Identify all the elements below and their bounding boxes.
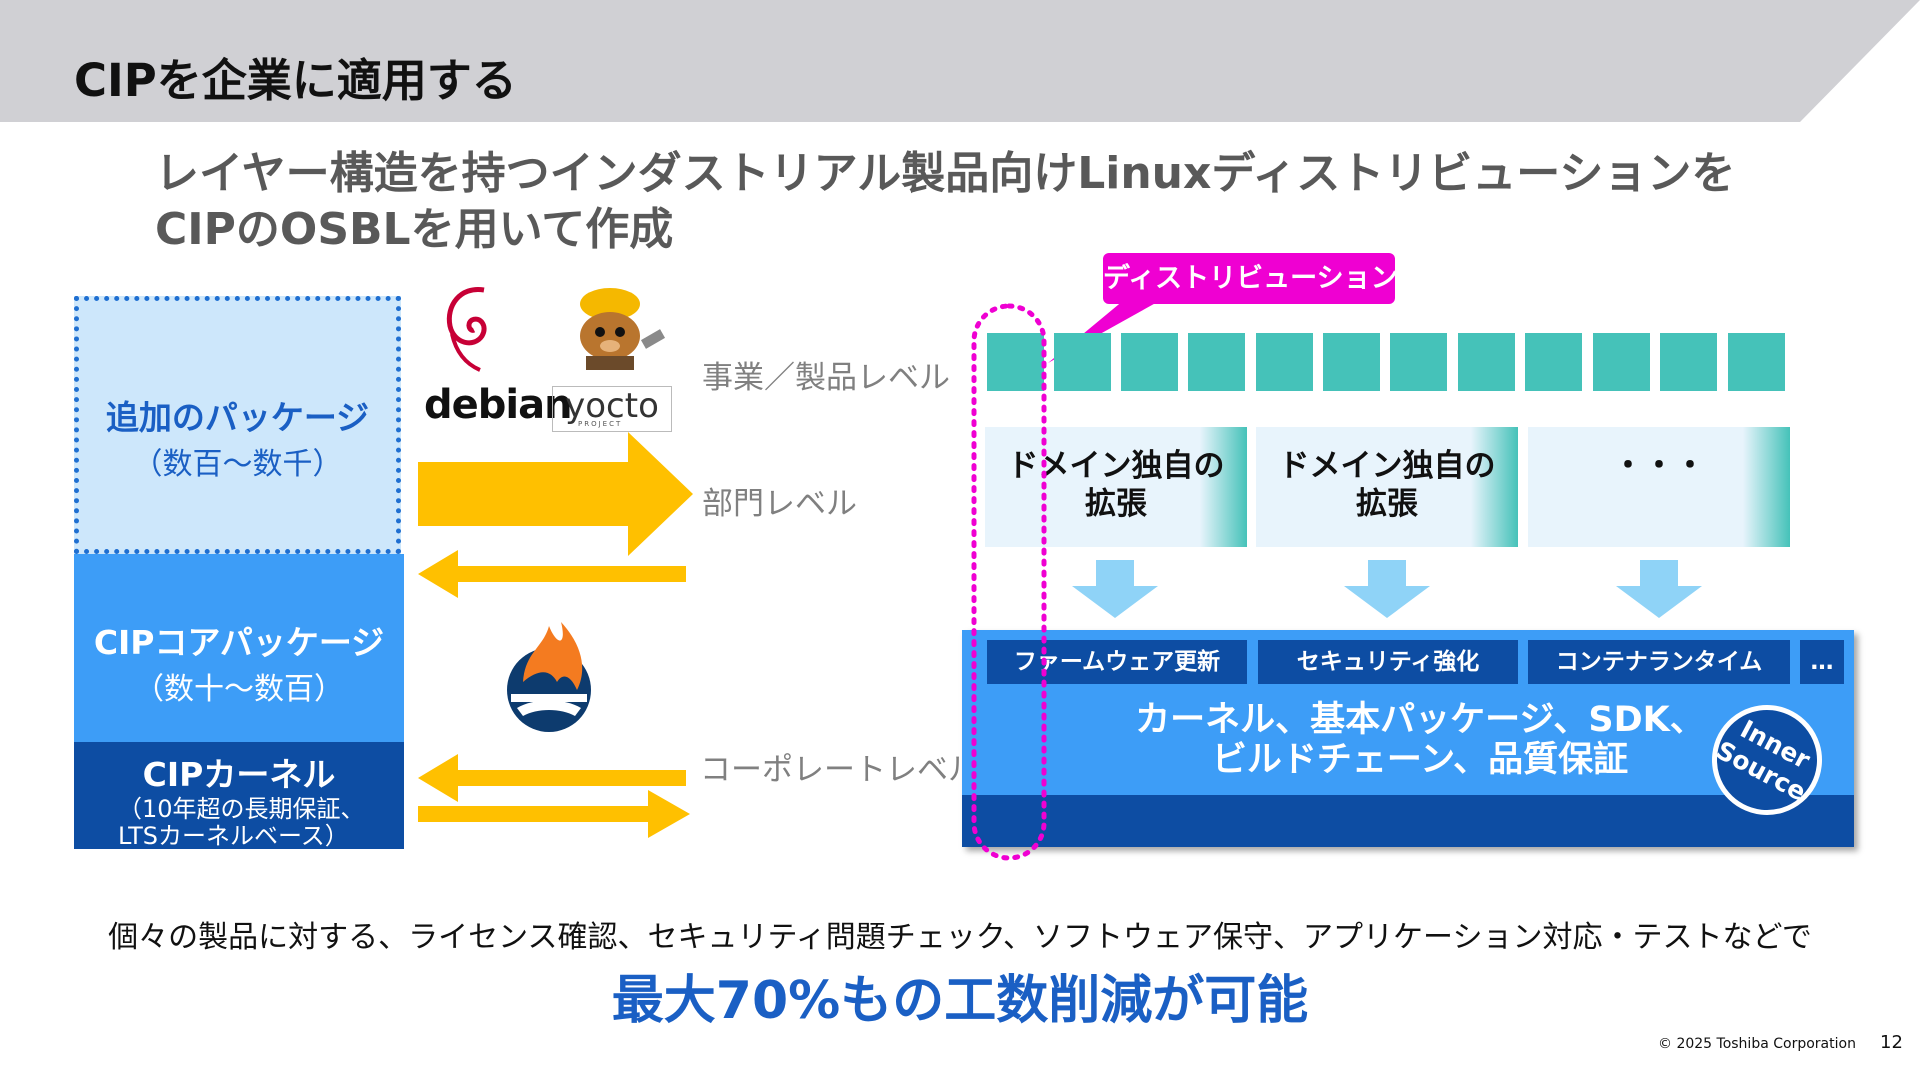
domain-extension-2-line-1: ドメイン独自の [1256, 447, 1518, 485]
base-platform-text: カーネル、基本パッケージ、SDK、 ビルドチェーン、品質保証 [1100, 700, 1740, 780]
debian-logo: debian [424, 382, 572, 428]
debian-swirl-icon [440, 282, 510, 372]
cip-core-box: CIPコアパッケージ （数十～数百） [74, 554, 404, 742]
left-arrow-upper [418, 550, 686, 598]
big-right-arrow [418, 432, 693, 556]
domain-extension-3-line-1: ・・・ [1528, 447, 1790, 485]
additional-packages-box: 追加のパッケージ （数百～数千） [74, 296, 401, 554]
down-arrow-icon [1072, 560, 1158, 618]
feature-security-hardening: セキュリティ強化 [1258, 640, 1518, 684]
domain-extension-2: ドメイン独自の 拡張 [1256, 427, 1518, 547]
distribution-highlight-outline [970, 302, 1050, 864]
level-department: 部門レベル [702, 478, 857, 523]
yocto-logo-sub: PROJECT [578, 420, 622, 428]
product-square [1525, 333, 1582, 391]
cip-kernel-title: CIPカーネル [74, 748, 404, 796]
bottom-highlight: 最大70%もの工数削減が可能 [0, 958, 1920, 1033]
cip-kernel-sub-2: LTSカーネルベース） [74, 823, 404, 850]
subtitle-line-1: レイヤー構造を持つインダストリアル製品向けLinuxディストリビューションを [155, 146, 1715, 202]
domain-extension-2-line-2: 拡張 [1256, 485, 1518, 523]
cip-kernel-sub-1: （10年超の長期保証、 [74, 796, 404, 823]
product-square [1323, 333, 1380, 391]
subtitle: レイヤー構造を持つインダストリアル製品向けLinuxディストリビューションを C… [155, 146, 1715, 258]
product-square [1256, 333, 1313, 391]
page-title: CIPを企業に適用する [74, 44, 517, 109]
down-arrow-icon [1616, 560, 1702, 618]
base-platform-bottom [962, 795, 1854, 847]
feature-more: … [1800, 640, 1844, 684]
additional-packages-sub: （数百～数千） [79, 439, 396, 483]
cip-core-title: CIPコアパッケージ [74, 616, 404, 664]
cip-core-sub: （数十～数百） [74, 664, 404, 708]
down-arrow-icon [1344, 560, 1430, 618]
right-arrow-lower [418, 790, 690, 838]
yellow-arrows [418, 432, 698, 842]
feature-container-runtime: コンテナランタイム [1528, 640, 1790, 684]
additional-packages-title: 追加のパッケージ [79, 391, 396, 439]
product-square [1188, 333, 1245, 391]
bottom-description: 個々の製品に対する、ライセンス確認、セキュリティ問題チェック、ソフトウェア保守、… [0, 912, 1920, 956]
product-square [1054, 333, 1111, 391]
product-square [1593, 333, 1650, 391]
product-square [1458, 333, 1515, 391]
level-corporate: コーポレートレベル [700, 744, 979, 789]
cip-kernel-box: CIPカーネル （10年超の長期保証、 LTSカーネルベース） [74, 742, 404, 849]
product-square [1121, 333, 1178, 391]
product-square [1390, 333, 1447, 391]
copyright: © 2025 Toshiba Corporation [1658, 1036, 1856, 1052]
product-square [1728, 333, 1785, 391]
level-product: 事業／製品レベル [702, 352, 950, 397]
down-arrows [1070, 560, 1770, 620]
subtitle-line-2: CIPのOSBLを用いて作成 [155, 202, 1715, 258]
page-number: 12 [1880, 1032, 1903, 1053]
product-square [1660, 333, 1717, 391]
yocto-mascot-icon [566, 284, 670, 376]
domain-extension-3: ・・・ [1528, 427, 1790, 547]
base-platform-line-2: ビルドチェーン、品質保証 [1100, 740, 1740, 780]
left-arrow-lower [418, 754, 686, 802]
base-platform-line-1: カーネル、基本パッケージ、SDK、 [1100, 700, 1740, 740]
